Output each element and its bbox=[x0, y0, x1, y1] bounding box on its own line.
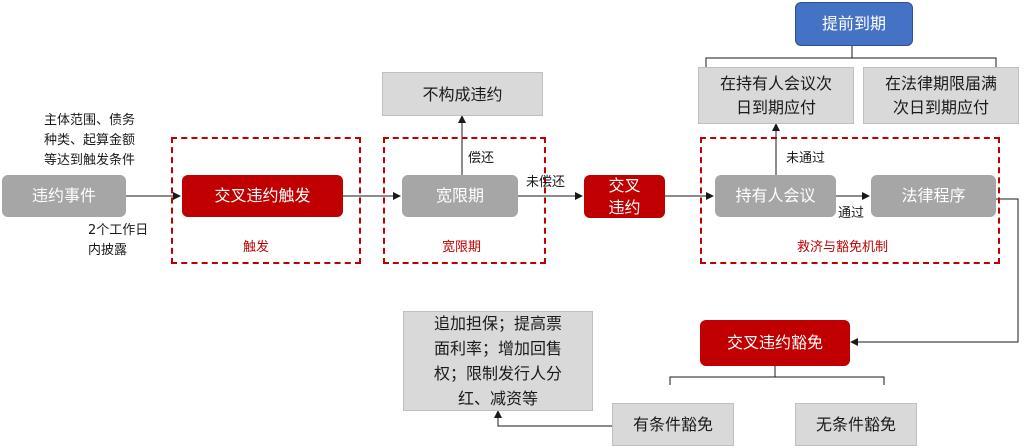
group-remedy-box bbox=[700, 137, 1000, 264]
group-trigger-label: 触发 bbox=[243, 240, 270, 255]
node-cross-default-waiver: 交叉违约豁免 bbox=[700, 320, 850, 366]
conditions-line-2: 面利率；增加回售 bbox=[433, 339, 562, 358]
label-trigger-conditions: 主体范围、债务 种类、起算金额 等达到触发条件 bbox=[44, 111, 135, 171]
pay-legal-line-2: 次日到期应付 bbox=[892, 97, 989, 117]
group-grace-label: 宽限期 bbox=[442, 240, 482, 255]
label-not-pass: 未通过 bbox=[786, 151, 826, 166]
label-repay: 偿还 bbox=[468, 151, 495, 166]
node-waiver-conditions: 追加担保；提高票 面利率；增加回售 权；限制发行人分 红、减资等 bbox=[403, 311, 593, 411]
node-accelerate: 提前到期 bbox=[795, 2, 913, 46]
disclose-line-1: 2个工作日 bbox=[88, 223, 149, 238]
label-disclose: 2个工作日 内披露 bbox=[88, 221, 148, 261]
conditions-line-3: 权；限制发行人分 bbox=[433, 364, 562, 383]
pay-legal-line-1: 在法律期限届满 bbox=[884, 73, 997, 93]
node-cross-default-trigger: 交叉违约触发 bbox=[182, 175, 343, 217]
label-not-repay: 未偿还 bbox=[526, 175, 566, 190]
pay-meeting-line-1: 在持有人会议次 bbox=[719, 73, 832, 93]
label-pass: 通过 bbox=[838, 206, 865, 221]
node-pay-after-legal: 在法律期限届满 次日到期应付 bbox=[863, 67, 1019, 124]
node-legal-procedure: 法律程序 bbox=[871, 175, 996, 217]
trigger-cond-line-1: 主体范围、债务 bbox=[44, 113, 136, 128]
conditions-line-4: 红、减资等 bbox=[457, 389, 538, 408]
group-grace-box bbox=[383, 137, 546, 264]
node-unconditional-waiver: 无条件豁免 bbox=[795, 403, 917, 446]
trigger-cond-line-2: 种类、起算金额 bbox=[44, 133, 136, 148]
node-cross-default: 交叉 违约 bbox=[584, 175, 665, 218]
disclose-line-2: 内披露 bbox=[88, 243, 128, 258]
cross-default-line-2: 违约 bbox=[608, 197, 641, 217]
pay-meeting-line-2: 日到期应付 bbox=[735, 97, 816, 117]
bracket-waiver bbox=[669, 376, 885, 385]
node-grace-period: 宽限期 bbox=[402, 175, 518, 217]
node-holder-meeting: 持有人会议 bbox=[715, 175, 836, 217]
group-trigger-box bbox=[171, 137, 361, 264]
node-no-default: 不构成违约 bbox=[382, 72, 543, 116]
node-pay-after-meeting: 在持有人会议次 日到期应付 bbox=[698, 67, 854, 124]
group-remedy-label: 救济与豁免机制 bbox=[797, 240, 889, 255]
arrow-cond-to-conditions bbox=[494, 410, 612, 427]
bracket-accelerate bbox=[705, 57, 997, 67]
conditions-line-1: 追加担保；提高票 bbox=[433, 314, 562, 333]
cross-default-line-1: 交叉 bbox=[608, 175, 641, 195]
node-conditional-waiver: 有条件豁免 bbox=[612, 403, 734, 446]
arrow-legal-to-waiver bbox=[850, 198, 1019, 346]
node-default-event: 违约事件 bbox=[2, 175, 126, 217]
trigger-cond-line-3: 等达到触发条件 bbox=[44, 153, 136, 168]
